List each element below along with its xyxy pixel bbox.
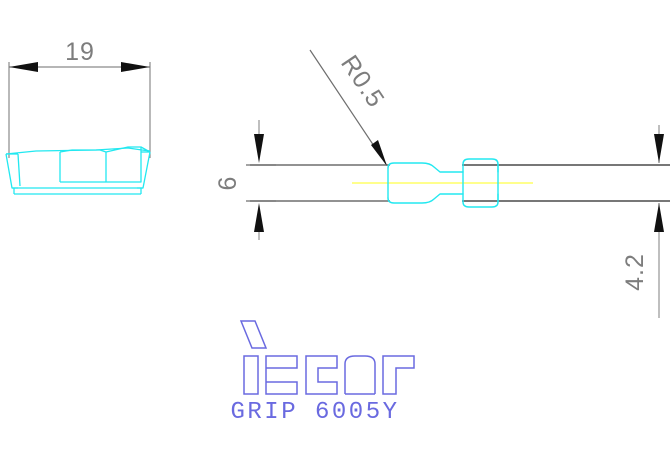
front-section-view: 19 — [5, 38, 151, 195]
collar-lower-profile — [462, 193, 499, 208]
dimension-label-thickness: 4.2 — [621, 253, 649, 291]
side-profile-view: 6 4.2 R0.5 — [214, 49, 670, 318]
collar-upper-profile — [462, 158, 499, 173]
pocket-upper-left-edge — [59, 149, 107, 153]
front-view-part-outline — [5, 146, 151, 195]
product-code-label: GRIP 6005Y — [230, 399, 399, 426]
logo-letter-a — [344, 355, 376, 394]
dim42-arrowhead-top — [654, 134, 664, 163]
left-flank-edge — [5, 153, 18, 189]
arrowhead-right-width — [121, 62, 150, 72]
dim42-arrowhead-bottom — [654, 203, 664, 232]
brand-block: GRIP 6005Y — [230, 320, 415, 426]
head-lower-profile — [387, 193, 464, 204]
logo-letter-c — [305, 355, 338, 395]
dim6-arrowhead-top — [254, 134, 264, 163]
pocket-top-edge — [105, 146, 151, 153]
head-upper-profile — [387, 162, 464, 173]
radius-leader-arrowhead — [371, 140, 387, 166]
iscar-logo — [239, 320, 415, 395]
side-view-head-outline — [387, 158, 499, 208]
dimension-label-height: 6 — [214, 176, 242, 191]
top-break-edge — [5, 147, 151, 155]
dim6-arrowhead-bottom — [254, 203, 264, 232]
dimension-label-radius: R0.5 — [335, 50, 390, 113]
dimension-label-width: 19 — [65, 38, 95, 66]
logo-accent-mark-icon — [239, 320, 268, 349]
logo-letter-i — [243, 355, 259, 395]
logo-letter-s — [265, 355, 298, 395]
inner-step-left — [17, 153, 21, 187]
logo-letter-r — [382, 355, 415, 395]
arrowhead-left-width — [9, 62, 38, 72]
pocket-side-walls — [105, 147, 142, 183]
